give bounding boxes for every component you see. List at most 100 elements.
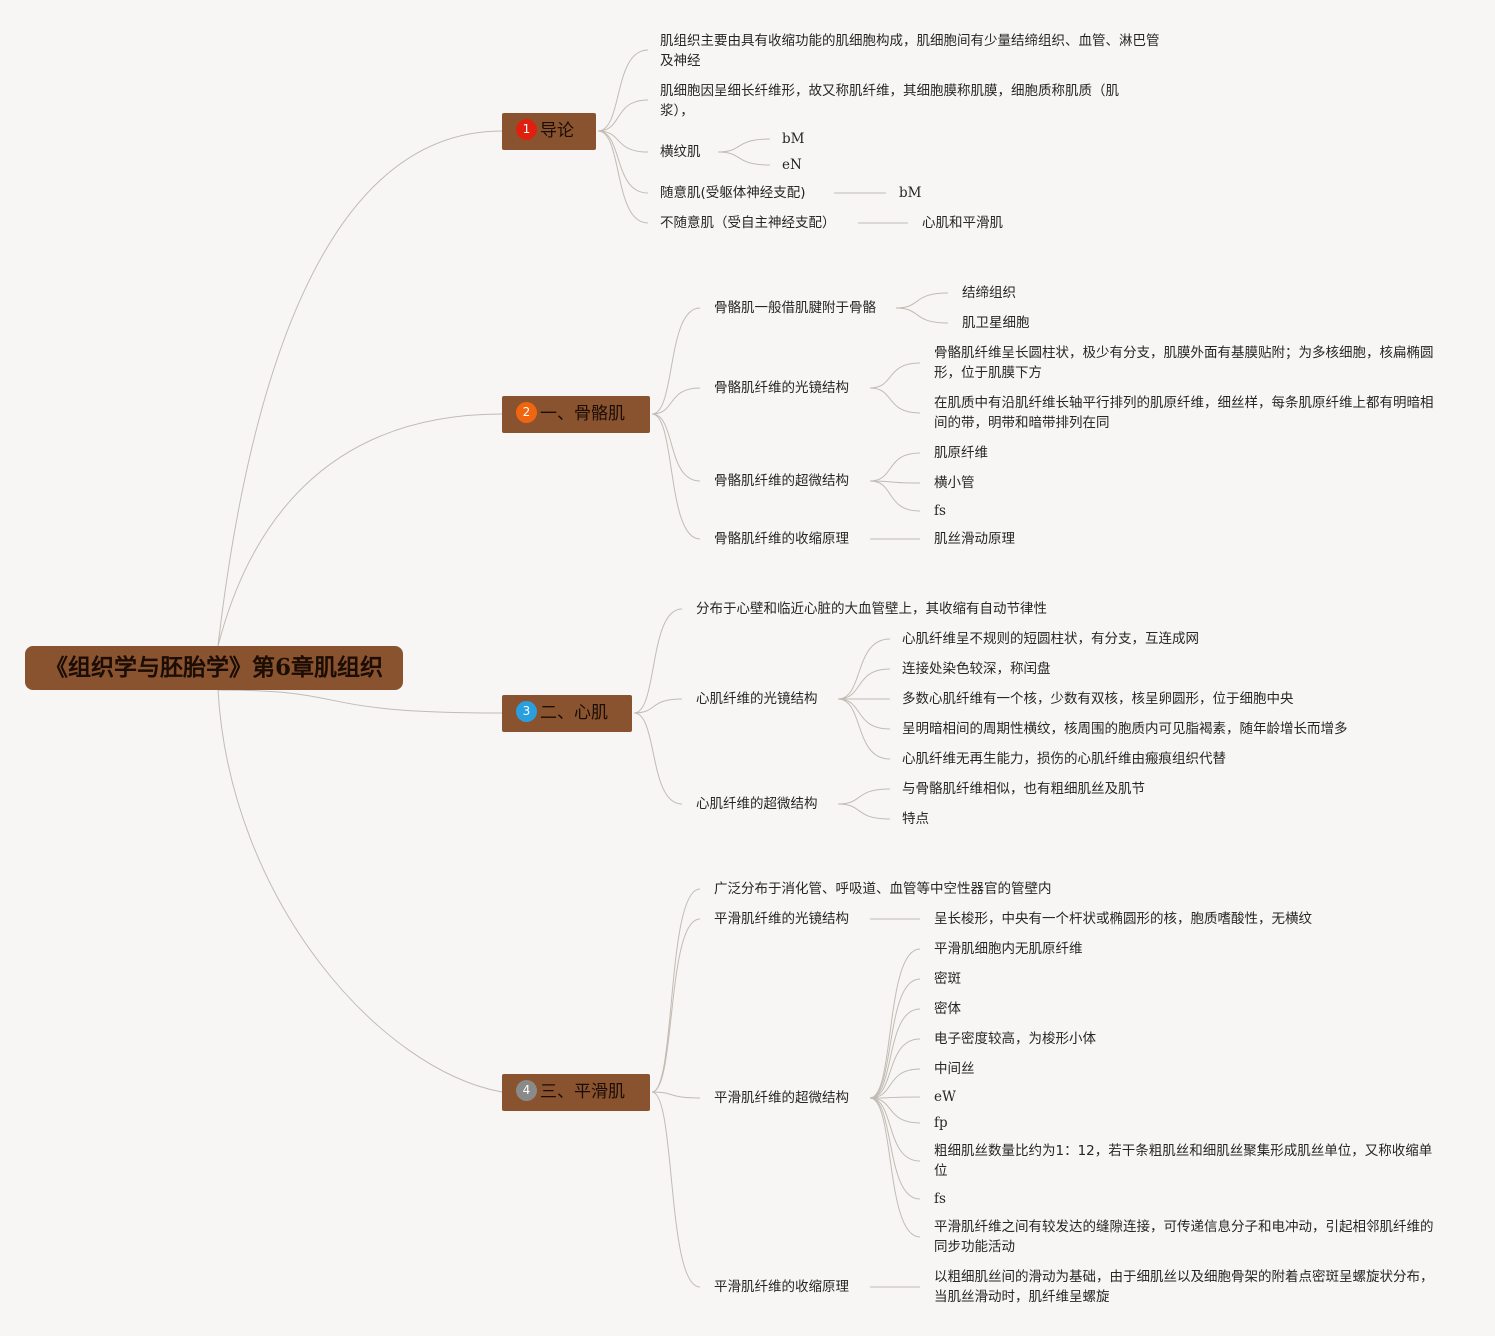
subtopic-cardiac-striation[interactable]: 呈明暗相间的周期性横纹，核周围的胞质内可见脂褐素，随年龄增长而增多 — [902, 721, 1348, 737]
branch-label: 二、心肌 — [540, 703, 608, 723]
smooth-ultra-link — [869, 1096, 921, 1099]
smooth-ultra-link — [869, 1068, 921, 1099]
branch-1-link — [597, 130, 649, 153]
cardiac-light-link — [837, 698, 891, 730]
subtopic-no-myofibril[interactable]: 平滑肌细胞内无肌原纤维 — [934, 941, 1083, 957]
cardiac-light-link — [837, 638, 891, 700]
badge-1-icon: 1 — [516, 119, 537, 140]
topic-skeletal-tendon[interactable]: 骨骼肌一般借肌腱附于骨骼 — [714, 300, 876, 316]
smooth-ultra-link — [869, 948, 921, 1099]
subtopic-cardiac-regeneration[interactable]: 心肌纤维无再生能力，损伤的心肌纤维由瘢痕组织代替 — [902, 751, 1226, 767]
branch-2-link — [651, 307, 701, 415]
branch-4-link — [651, 1091, 701, 1099]
branch-4-link — [651, 1091, 701, 1288]
root-topic[interactable]: 《组织学与胚胎学》第6章肌组织 — [25, 646, 403, 690]
cardiac-light-link — [837, 698, 891, 760]
subtopic-smooth-shape[interactable]: 呈长梭形，中央有一个杆状或椭圆形的核，胞质嗜酸性，无横纹 — [934, 911, 1312, 927]
root-link-1 — [217, 130, 503, 647]
topic-cardiac-ultrastructure[interactable]: 心肌纤维的超微结构 — [696, 796, 818, 812]
subtopic-smooth-ew[interactable]: eW — [934, 1089, 956, 1105]
topic-smooth-ultrastructure[interactable]: 平滑肌纤维的超微结构 — [714, 1090, 849, 1106]
striated-link — [717, 138, 771, 153]
subtopic-smooth-fs[interactable]: fs — [934, 1191, 946, 1207]
subtopic-smooth-fp[interactable]: fp — [934, 1115, 948, 1131]
branch-1-link — [597, 130, 649, 224]
topic-smooth-distribution[interactable]: 广泛分布于消化管、呼吸道、血管等中空性器官的管壁内 — [714, 881, 1052, 897]
subtopic-connective-tissue[interactable]: 结缔组织 — [962, 285, 1016, 301]
badge-4-icon: 4 — [516, 1080, 537, 1101]
subtopic-intermediate-filament[interactable]: 中间丝 — [934, 1061, 975, 1077]
subtopic-transverse-tubule[interactable]: 横小管 — [934, 475, 975, 491]
smooth-ultra-link — [869, 1038, 921, 1099]
topic-smooth-light-structure[interactable]: 平滑肌纤维的光镜结构 — [714, 911, 849, 927]
subtopic-spiral-contraction[interactable]: 以粗细肌丝间的滑动为基础，由于细肌丝以及细胞骨架的附着点密斑呈螺旋状分布，当肌丝… — [934, 1269, 1434, 1305]
subtopic-cardiac-nucleus[interactable]: 多数心肌纤维有一个核，少数有双核，核呈卵圆形，位于细胞中央 — [902, 691, 1294, 707]
topic-skeletal-contraction[interactable]: 骨骼肌纤维的收缩原理 — [714, 531, 849, 547]
subtopic-skeletal-fs[interactable]: fs — [934, 503, 946, 519]
topic-striated-muscle[interactable]: 横纹肌 — [660, 144, 701, 160]
cardiac-light-link — [837, 668, 891, 700]
branch-2-link — [651, 387, 701, 415]
cardiac-ultra-link — [837, 803, 891, 820]
branch-label: 三、平滑肌 — [540, 1082, 625, 1102]
branch-4-link — [651, 888, 701, 1093]
tendon-link — [895, 292, 949, 309]
branch-1-link — [597, 130, 649, 194]
subtopic-satellite-cell[interactable]: 肌卫星细胞 — [962, 315, 1030, 331]
topic-cardiac-light-structure[interactable]: 心肌纤维的光镜结构 — [696, 691, 818, 707]
striated-link — [717, 151, 771, 166]
subtopic-filament-ratio[interactable]: 粗细肌丝数量比约为1：12，若干条粗肌丝和细肌丝聚集形成肌丝单位，又称收缩单位 — [934, 1143, 1433, 1179]
subtopic-dense-body[interactable]: 密体 — [934, 1001, 961, 1017]
skeletal-light-link — [869, 387, 921, 414]
subtopic-cardiac-similar[interactable]: 与骨骼肌纤维相似，也有粗细肌丝及肌节 — [902, 781, 1145, 797]
topic-cardiac-distribution[interactable]: 分布于心壁和临近心脏的大血管壁上，其收缩有自动节律性 — [696, 601, 1047, 617]
subtopic-sliding-filament[interactable]: 肌丝滑动原理 — [934, 531, 1015, 547]
topic-involuntary-muscle[interactable]: 不随意肌（受自主神经支配） — [660, 215, 836, 231]
smooth-ultra-link — [869, 978, 921, 1099]
branch-3-link — [633, 712, 683, 805]
subtopic-dense-patch[interactable]: 密斑 — [934, 971, 961, 987]
branch-4-link — [651, 918, 701, 1093]
skeletal-ultra-link — [869, 480, 921, 484]
smooth-ultra-link — [869, 1097, 921, 1238]
branch-label: 导论 — [540, 121, 574, 141]
subtopic-electron-density[interactable]: 电子密度较高，为梭形小体 — [934, 1031, 1096, 1047]
subtopic-striated-bm[interactable]: bM — [782, 131, 805, 147]
cardiac-ultra-link — [837, 788, 891, 805]
skeletal-ultra-link — [869, 480, 921, 512]
topic-skeletal-ultrastructure[interactable]: 骨骼肌纤维的超微结构 — [714, 473, 849, 489]
subtopic-involuntary-types[interactable]: 心肌和平滑肌 — [922, 215, 1003, 231]
smooth-ultra-link — [869, 1097, 921, 1162]
badge-2-icon: 2 — [516, 402, 537, 423]
topic-intro-definition[interactable]: 肌组织主要由具有收缩功能的肌细胞构成，肌细胞间有少量结缔组织、血管、淋巴管及神经 — [660, 33, 1160, 69]
topic-smooth-contraction[interactable]: 平滑肌纤维的收缩原理 — [714, 1279, 849, 1295]
skeletal-ultra-link — [869, 452, 921, 482]
branch-3-link — [633, 608, 683, 714]
subtopic-cardiac-features[interactable]: 特点 — [902, 811, 929, 827]
branch-2-link — [651, 413, 701, 540]
root-link-3 — [217, 689, 503, 714]
subtopic-gap-junction[interactable]: 平滑肌纤维之间有较发达的缝隙连接，可传递信息分子和电冲动，引起相邻肌纤维的同步功… — [934, 1219, 1434, 1255]
subtopic-intercalated-disc[interactable]: 连接处染色较深，称闰盘 — [902, 661, 1051, 677]
smooth-ultra-link — [869, 1008, 921, 1099]
subtopic-myofibril[interactable]: 肌原纤维 — [934, 445, 988, 461]
subtopic-skeletal-myofibril-bands[interactable]: 在肌质中有沿肌纤维长轴平行排列的肌原纤维，细丝样，每条肌原纤维上都有明暗相间的带… — [934, 395, 1434, 431]
root-link-4 — [217, 689, 503, 1093]
root-link-2 — [217, 413, 503, 647]
topic-skeletal-light-structure[interactable]: 骨骼肌纤维的光镜结构 — [714, 380, 849, 396]
topic-intro-muscle-fiber[interactable]: 肌细胞因呈细长纤维形，故又称肌纤维，其细胞膜称肌膜，细胞质称肌质（肌浆）， — [660, 83, 1119, 119]
branch-label: 一、骨骼肌 — [540, 404, 625, 424]
subtopic-striated-en[interactable]: eN — [782, 157, 802, 173]
smooth-ultra-link — [869, 1097, 921, 1124]
subtopic-skeletal-fiber-shape[interactable]: 骨骼肌纤维呈长圆柱状，极少有分支，肌膜外面有基膜贴附；为多核细胞，核扁椭圆形，位… — [934, 345, 1434, 381]
subtopic-cardiac-shape[interactable]: 心肌纤维呈不规则的短圆柱状，有分支，互连成网 — [902, 631, 1199, 647]
topic-voluntary-muscle[interactable]: 随意肌(受躯体神经支配) — [660, 185, 806, 201]
subtopic-voluntary-bm[interactable]: bM — [899, 185, 922, 201]
smooth-ultra-link — [869, 1097, 921, 1200]
